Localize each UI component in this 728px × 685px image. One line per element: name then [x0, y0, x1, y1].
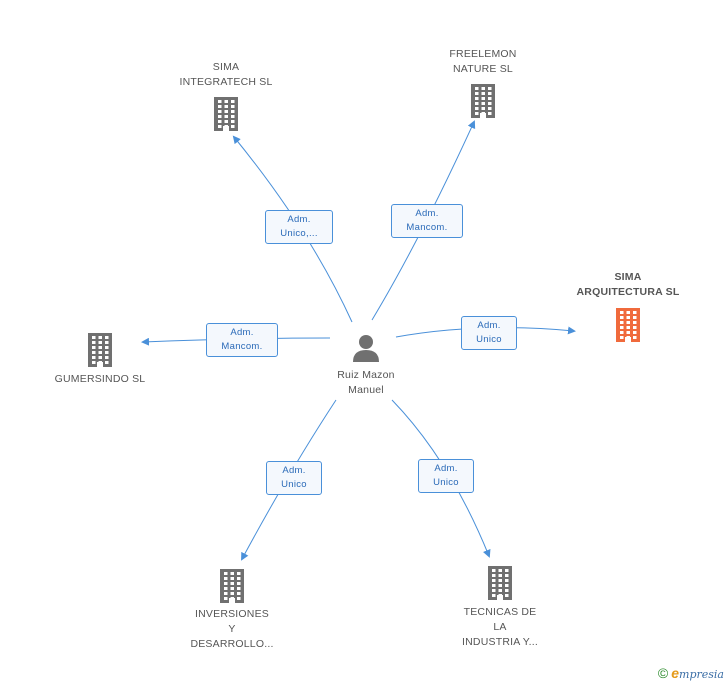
copyright-icon: ©	[657, 665, 669, 681]
company-label-sima-integratech[interactable]: SIMA INTEGRATECH SL	[179, 61, 273, 88]
edge-label-gumersindo[interactable]: Adm. Mancom.	[206, 323, 278, 357]
building-icon[interactable]	[468, 84, 498, 118]
brand-footer: © empresia	[658, 665, 724, 681]
brand-logo-icon: e	[671, 665, 680, 681]
building-icon[interactable]	[217, 569, 247, 603]
company-label-freelemon[interactable]: FREELEMON NATURE SL	[449, 48, 517, 75]
building-icon[interactable]	[211, 97, 241, 131]
company-label-tecnicas[interactable]: TECNICAS DE LA INDUSTRIA Y...	[462, 606, 538, 648]
company-label-sima-arquitectura[interactable]: SIMA ARQUITECTURA SL	[576, 271, 680, 298]
edge-label-freelemon[interactable]: Adm. Mancom.	[391, 204, 463, 238]
building-icon[interactable]	[613, 308, 643, 342]
brand-name: mpresia	[679, 668, 724, 681]
building-icon[interactable]	[85, 333, 115, 367]
person-name: Ruiz Mazon Manuel	[337, 369, 395, 396]
building-icon[interactable]	[485, 566, 515, 600]
edge-label-sima-arquitectura[interactable]: Adm. Unico	[461, 316, 517, 350]
edge-label-sima-integratech[interactable]: Adm. Unico,...	[265, 210, 333, 244]
edge-label-tecnicas[interactable]: Adm. Unico	[418, 459, 474, 493]
person-icon	[353, 335, 379, 362]
company-label-inversiones[interactable]: INVERSIONES Y DESARROLLO...	[190, 608, 274, 650]
company-label-gumersindo[interactable]: GUMERSINDO SL	[54, 373, 146, 385]
person-node[interactable]: Ruiz Mazon Manuel	[335, 333, 397, 398]
edge-label-inversiones[interactable]: Adm. Unico	[266, 461, 322, 495]
